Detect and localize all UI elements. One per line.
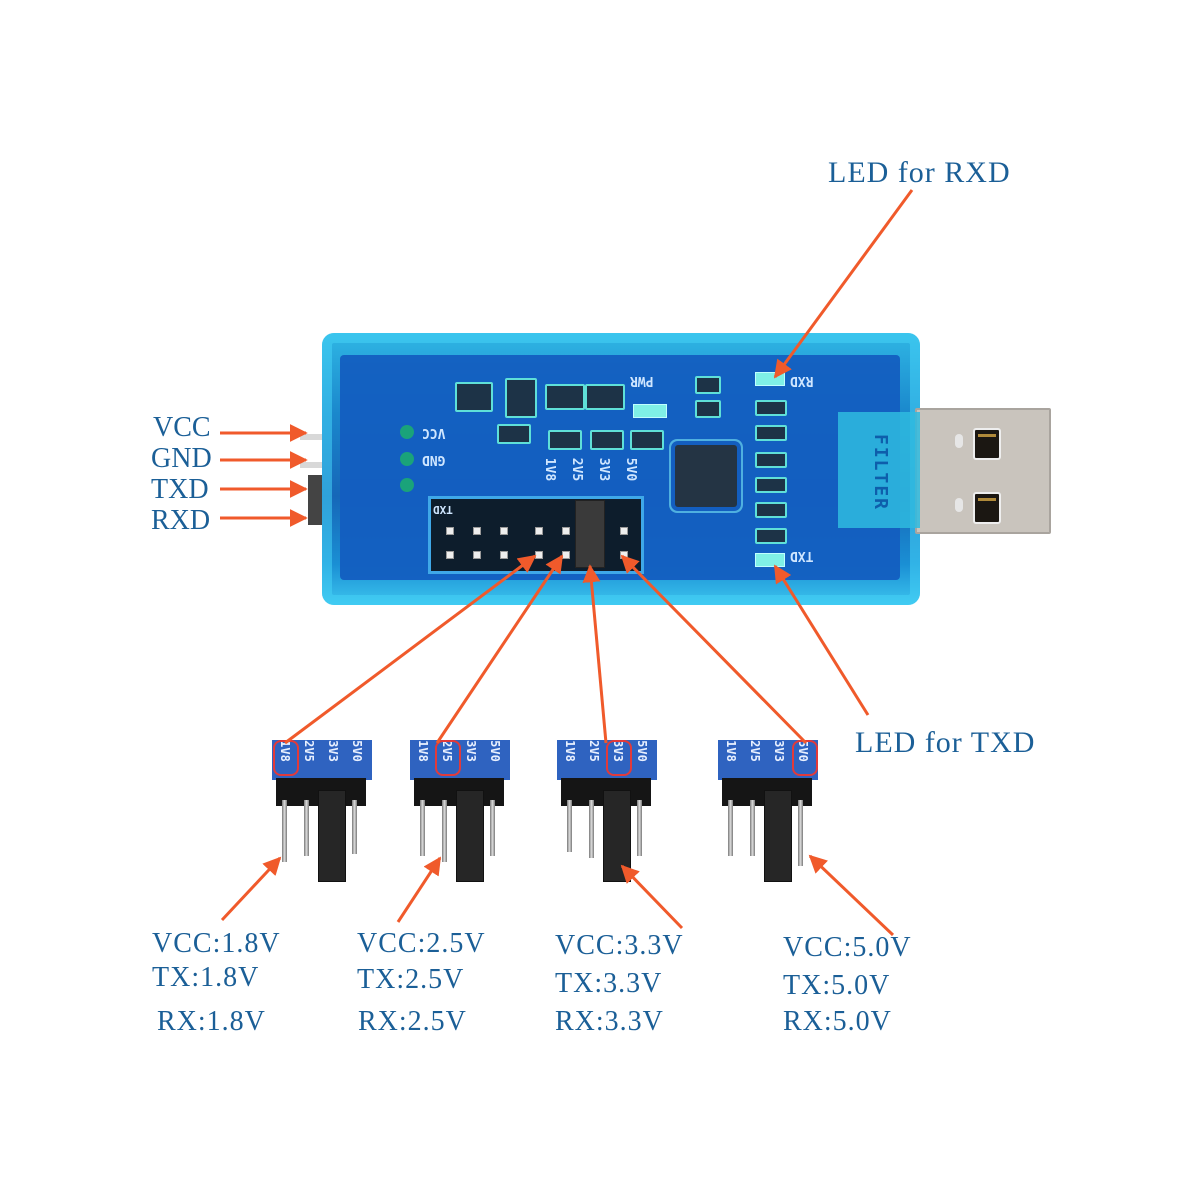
rxd-led (755, 372, 785, 386)
jumper-header: TXD (428, 496, 644, 574)
pad-vcc (400, 425, 414, 439)
silk-1v8: 1V8 (542, 457, 558, 482)
pin-label-txd: TXD (151, 474, 209, 505)
pin-label-gnd: GND (151, 443, 212, 474)
jumper-module-1v8: 1V8 2V5 3V3 5V0 (272, 740, 372, 882)
usb-a-plug (915, 408, 1051, 534)
smd-part (755, 528, 787, 544)
smd-part (630, 430, 664, 450)
vcc-value: VCC:5.0V (783, 932, 912, 963)
pad-gnd (400, 452, 414, 466)
usb-shield-transparent: FILTER (838, 412, 920, 528)
silk-txd-header: TXD (433, 503, 453, 516)
selected-highlight (606, 740, 632, 776)
tx-value: TX:2.5V (357, 964, 465, 995)
usb-uart-chip (675, 445, 737, 507)
pin-label-vcc: VCC (153, 412, 211, 443)
pad-txd (400, 478, 414, 492)
smd-part (497, 424, 531, 444)
silk-2v5: 2V5 (569, 457, 585, 482)
tx-value: TX:3.3V (555, 968, 663, 999)
pwr-led (633, 404, 667, 418)
txd-led (755, 553, 785, 567)
callout-led-txd: LED for TXD (855, 726, 1036, 759)
voltage-jumper (575, 500, 605, 568)
silk-rxd: RXD (790, 373, 814, 388)
vcc-value: VCC:2.5V (357, 928, 486, 959)
silk-pwr: PWR (630, 373, 654, 388)
rx-value: RX:1.8V (157, 1006, 266, 1037)
smd-part (455, 382, 493, 412)
jumper-module-5v0: 1V8 2V5 3V3 5V0 (718, 740, 818, 882)
silk-vcc: VCC (422, 425, 446, 440)
rx-value: RX:3.3V (555, 1006, 664, 1037)
smd-part (545, 384, 585, 410)
smd-part (695, 376, 721, 394)
selected-highlight (435, 740, 461, 776)
smd-part (755, 425, 787, 441)
silk-filter: FILTER (870, 433, 892, 512)
smd-part (505, 378, 537, 418)
silk-3v3: 3V3 (596, 457, 612, 482)
vcc-value: VCC:1.8V (152, 928, 281, 959)
callout-led-rxd: LED for RXD (828, 156, 1011, 189)
smd-part (695, 400, 721, 418)
silk-5v0: 5V0 (623, 457, 639, 482)
smd-part (590, 430, 624, 450)
selected-highlight (273, 740, 299, 776)
smd-part (755, 452, 787, 468)
smd-part (755, 477, 787, 493)
smd-part (548, 430, 582, 450)
rx-value: RX:2.5V (358, 1006, 467, 1037)
silk-txd: TXD (790, 548, 814, 563)
smd-part (755, 502, 787, 518)
pin-label-rxd: RXD (151, 505, 211, 536)
selected-highlight (792, 740, 818, 776)
vcc-value: VCC:3.3V (555, 930, 684, 961)
arrow-5v0-pin (808, 854, 895, 937)
smd-part (755, 400, 787, 416)
silk-gnd: GND (422, 452, 446, 467)
tx-value: TX:5.0V (783, 970, 891, 1001)
tx-value: TX:1.8V (152, 962, 260, 993)
jumper-module-3v3: 1V8 2V5 3V3 5V0 (557, 740, 657, 882)
rx-value: RX:5.0V (783, 1006, 892, 1037)
jumper-module-2v5: 1V8 2V5 3V3 5V0 (410, 740, 510, 882)
smd-part (585, 384, 625, 410)
